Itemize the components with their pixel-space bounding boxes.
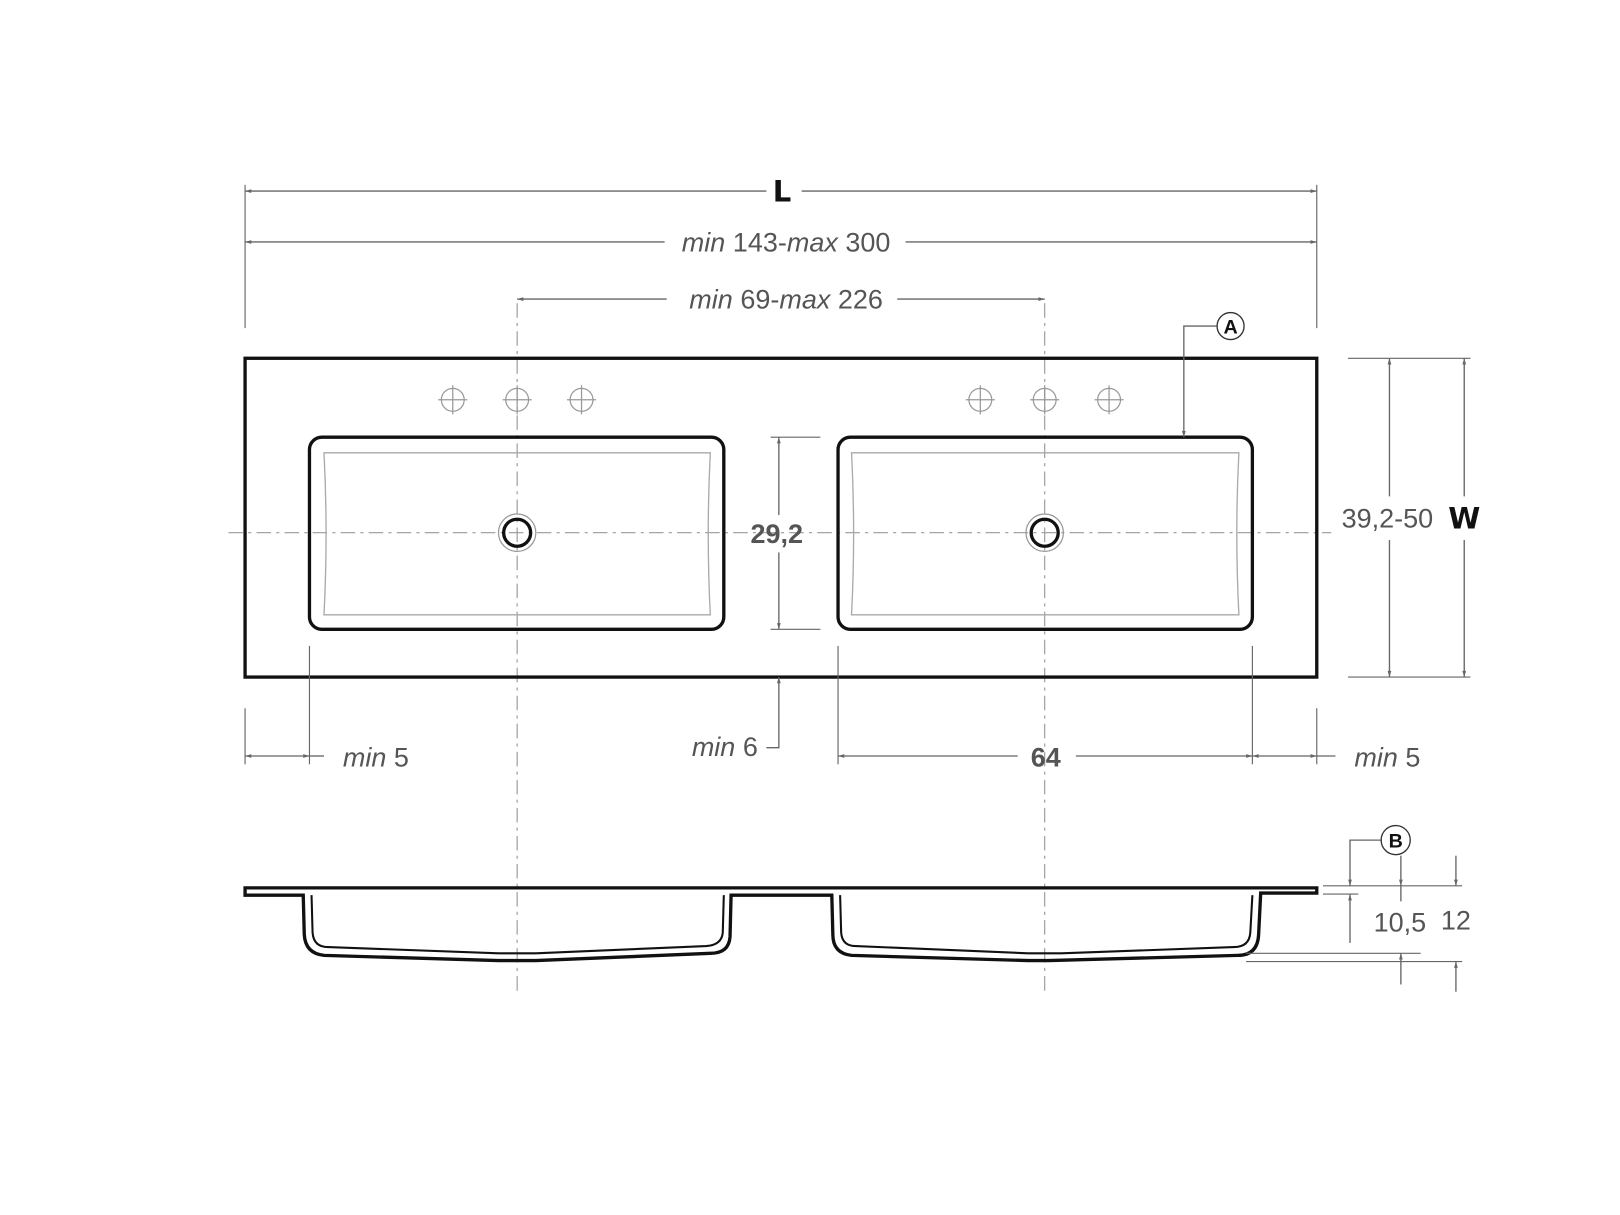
left-drain-icon	[497, 513, 537, 553]
right-basin-inner	[850, 452, 1240, 616]
tap-holes	[438, 385, 1124, 415]
height-dimensions: B 10,5 12	[1246, 824, 1471, 992]
top-view	[243, 356, 1319, 679]
tap-hole-icon	[1030, 385, 1060, 415]
length-dimension: L min 143-max 300 min 69-max 226	[244, 174, 1318, 329]
width-symbol: W	[1448, 502, 1480, 536]
basin-depth-dimension: 29,2 min 6	[692, 436, 821, 762]
height-inner-label: 10,5	[1374, 907, 1427, 937]
centerlines	[228, 303, 1332, 992]
svg-text:A: A	[1223, 316, 1237, 338]
bottom-dimensions: min 5 64 min 5	[244, 645, 1420, 772]
tap-hole-icon	[1094, 385, 1124, 415]
right-margin-label: min 5	[1354, 742, 1420, 772]
length-range-label: min 143-max 300	[682, 227, 891, 257]
left-basin-inner	[323, 452, 712, 616]
tap-hole-icon	[965, 385, 995, 415]
callout-b: B	[1389, 830, 1403, 852]
basin-length-label: 64	[1031, 742, 1061, 772]
basin-spacing-label: min 69-max 226	[689, 284, 883, 314]
countertop-outline	[243, 356, 1319, 679]
tap-hole-icon	[438, 385, 468, 415]
side-view	[243, 886, 1319, 963]
left-margin-label: min 5	[343, 742, 409, 772]
length-symbol: L	[773, 174, 792, 208]
width-range-label: 39,2-50	[1342, 504, 1434, 534]
height-total-label: 12	[1441, 905, 1471, 935]
right-drain-icon	[1025, 513, 1065, 553]
right-basin	[836, 435, 1255, 631]
basin-depth-label: 29,2	[750, 519, 803, 549]
tap-hole-icon	[502, 385, 532, 415]
tap-hole-icon	[567, 385, 597, 415]
width-dimension: 39,2-50 W	[1333, 357, 1490, 678]
front-margin-label: min 6	[692, 732, 758, 762]
left-basin	[307, 435, 726, 631]
callout-a: A	[1181, 311, 1245, 438]
